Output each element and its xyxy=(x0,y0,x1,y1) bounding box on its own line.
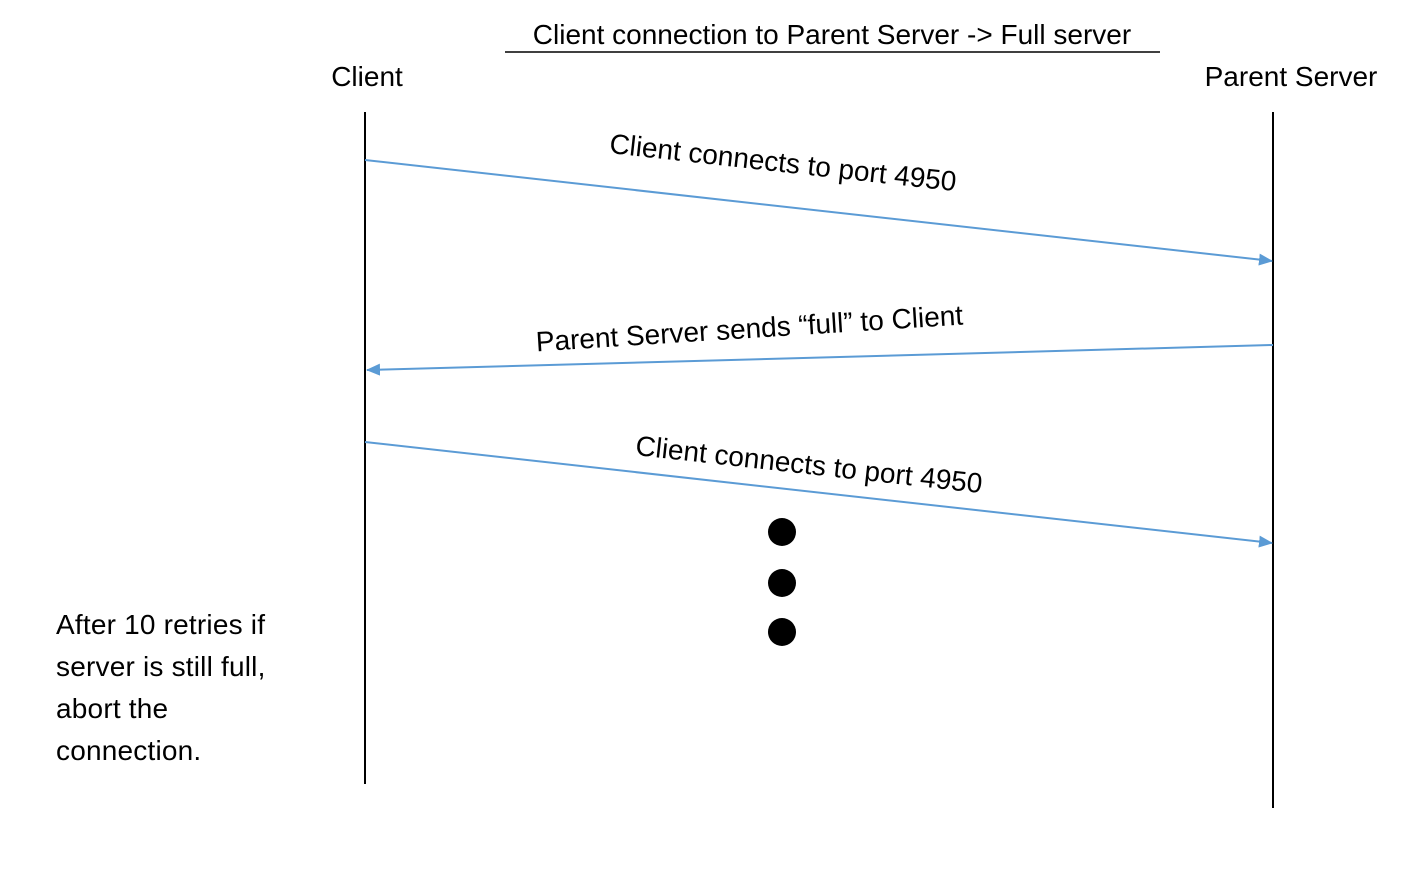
retry-note-line: server is still full, xyxy=(56,651,266,682)
ellipsis-dot-2 xyxy=(768,569,796,597)
message-arrow-2 xyxy=(366,344,1274,376)
retry-note-line: After 10 retries if xyxy=(56,609,266,640)
message-label-3: Client connects to port 4950 xyxy=(634,430,984,499)
retry-note-line: connection. xyxy=(56,735,202,766)
message-arrow-3 xyxy=(364,441,1273,548)
participant-server-label: Parent Server xyxy=(1205,61,1378,92)
message-label-2: Parent Server sends “full” to Client xyxy=(535,300,964,358)
ellipsis-dot-3 xyxy=(768,618,796,646)
ellipsis-dot-1 xyxy=(768,518,796,546)
retry-note-line: abort the xyxy=(56,693,169,724)
participant-client-label: Client xyxy=(331,61,403,92)
message-label-1: Client connects to port 4950 xyxy=(608,128,958,197)
retry-note: After 10 retries if server is still full… xyxy=(56,604,306,772)
diagram-title: Client connection to Parent Server -> Fu… xyxy=(533,19,1131,50)
message-arrow-1 xyxy=(364,159,1273,266)
